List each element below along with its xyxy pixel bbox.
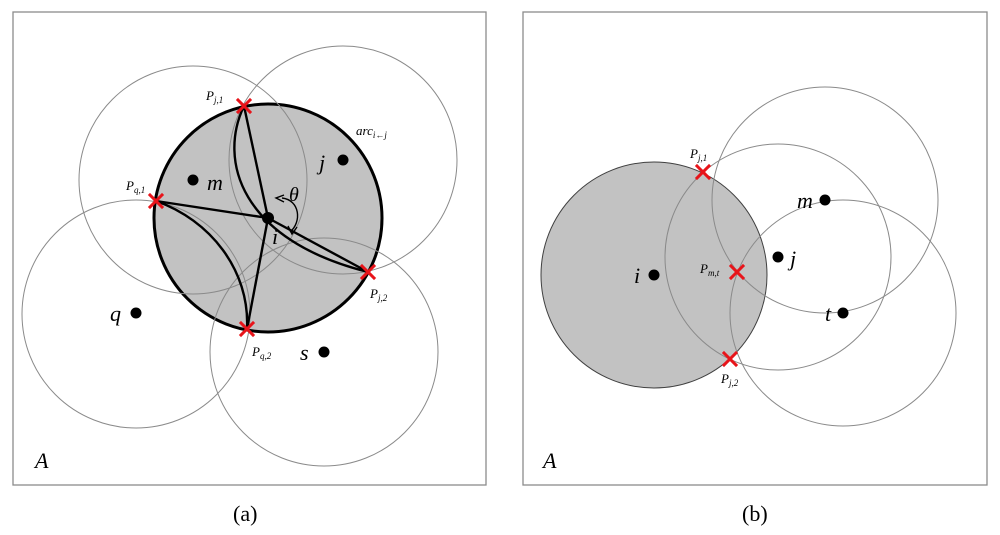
- region-label-b: A: [541, 448, 557, 473]
- node-s-dot: [318, 346, 330, 358]
- caption-a: (a): [233, 501, 257, 526]
- cross-pj2: [359, 263, 377, 281]
- node-m-dot: [187, 174, 199, 186]
- label-i: i: [272, 224, 278, 249]
- panel-b: i j m t Pj,1 Pm,t Pj,2 A: [522, 11, 988, 486]
- label-pq2: Pq,2: [251, 344, 272, 361]
- line-i-pq2: [245, 217, 270, 330]
- caption-b: (b): [742, 501, 768, 526]
- cross-pq1: [147, 192, 165, 210]
- circle-m-b: [711, 86, 939, 314]
- node-i-dot-b: [648, 269, 660, 281]
- node-q-dot: [130, 307, 142, 319]
- label-pq1: Pq,1: [125, 178, 145, 195]
- circle-s: [209, 237, 439, 467]
- label-s: s: [300, 340, 309, 365]
- line-i-pq1: [155, 199, 269, 220]
- label-j-b: j: [787, 246, 796, 271]
- circle-j-b: [664, 143, 892, 371]
- panel-a-frame: [12, 11, 487, 486]
- theta-arrowhead-top: [274, 194, 285, 203]
- cross-pq2: [238, 320, 256, 338]
- node-m-dot-b: [819, 194, 831, 206]
- label-i-b: i: [634, 263, 640, 288]
- cross-pmt-b: [728, 263, 746, 281]
- circle-m: [78, 65, 308, 295]
- label-arc: arci←j: [356, 123, 387, 140]
- label-q: q: [110, 301, 121, 326]
- arc-j: [233, 105, 369, 274]
- label-pj1-b: Pj,1: [689, 146, 707, 163]
- label-t-b: t: [825, 301, 832, 326]
- label-m-b: m: [797, 188, 813, 213]
- theta-arc: [281, 197, 299, 233]
- circle-j: [228, 45, 458, 275]
- cross-pj2-b: [721, 350, 739, 368]
- label-pj2-b: Pj,2: [720, 371, 739, 388]
- circle-t-b: [729, 199, 957, 427]
- node-j-dot-b: [772, 251, 784, 263]
- label-pj2: Pj,2: [369, 286, 388, 303]
- node-i-dot: [262, 212, 274, 224]
- region-label-a: A: [33, 448, 49, 473]
- label-pj1: Pj,1: [205, 88, 223, 105]
- label-j: j: [316, 150, 325, 175]
- line-i-pj1: [242, 105, 270, 219]
- theta-arrowhead-bottom: [287, 225, 298, 236]
- panel-b-frame: [522, 11, 988, 486]
- label-pmt-b: Pm,t: [699, 261, 720, 278]
- line-i-pj2: [267, 216, 369, 274]
- cross-pj1: [235, 97, 253, 115]
- panel-a: i m j q s θ Pj,1 Pj,2 Pq,1 Pq,2 arci←j A: [12, 11, 487, 486]
- node-t-dot-b: [837, 307, 849, 319]
- label-m: m: [207, 170, 223, 195]
- label-theta: θ: [289, 184, 299, 206]
- arc-q: [155, 199, 249, 330]
- node-j-dot: [337, 154, 349, 166]
- cross-pj1-b: [694, 163, 712, 181]
